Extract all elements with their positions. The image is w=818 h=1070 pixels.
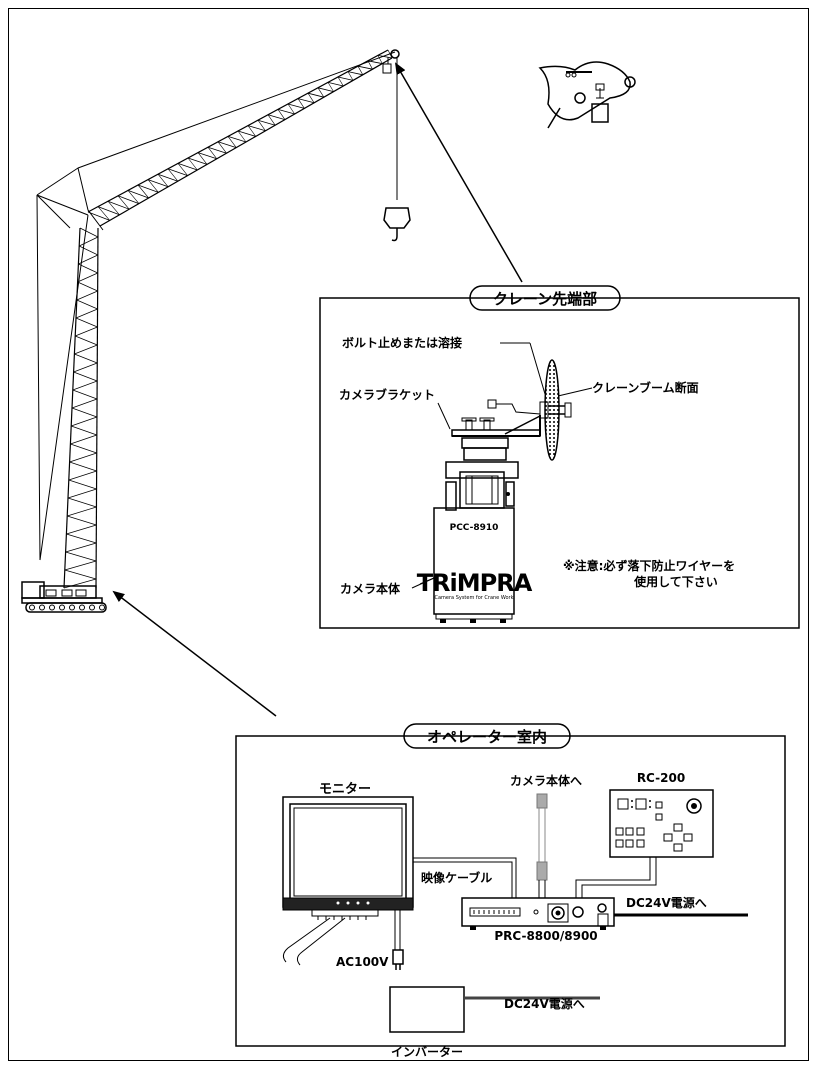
arrow-to-boom-tip xyxy=(396,64,522,282)
caution-line-1: ※注意:必ず落下防止ワイヤーを xyxy=(563,558,735,573)
dc-power-label-2: DC24V電源へ xyxy=(504,996,585,1011)
bolt-weld-label: ボルト止めまたは溶接 xyxy=(342,335,462,350)
inverter-box xyxy=(390,987,464,1032)
bracket-assembly xyxy=(452,360,571,460)
safety-wire-clip xyxy=(488,400,496,408)
brand-logo: TRiMPRA xyxy=(417,569,533,597)
remote-label: RC-200 xyxy=(637,771,685,785)
hook-block xyxy=(384,208,410,228)
ac-power-cord xyxy=(395,910,400,950)
inverter-label: インバーター xyxy=(391,1045,463,1059)
controller-label: PRC-8800/8900 xyxy=(494,929,597,943)
boom-tip-detail-sketch xyxy=(540,62,635,128)
boom-tip-sheave xyxy=(391,50,399,58)
caution-line-2: 使用して下さい xyxy=(633,574,718,589)
camera-link-label: カメラ本体へ xyxy=(510,773,582,788)
monitor xyxy=(283,797,413,920)
crane-mast xyxy=(64,228,98,588)
crawler-crane-illustration xyxy=(22,50,410,612)
rc200-remote xyxy=(610,790,713,857)
hook xyxy=(392,228,397,241)
prc-controller xyxy=(462,898,614,930)
arrow-to-operator-cab xyxy=(114,592,276,716)
video-cable-label: 映像ケーブル xyxy=(421,870,492,885)
monitor-label: モニター xyxy=(319,782,371,797)
brand-tagline: Camera System for Crane Work xyxy=(434,595,513,601)
camera-cable xyxy=(537,794,547,898)
camera-bracket-label: カメラブラケット xyxy=(339,387,435,402)
crane-boom xyxy=(88,50,392,226)
dc-power-label-1: DC24V電源へ xyxy=(626,895,707,910)
ac-plug xyxy=(393,950,403,964)
camera-model-label: PCC-8910 xyxy=(450,523,499,533)
tip-camera-mini xyxy=(383,64,391,73)
crane-tip-title: クレーン先端部 xyxy=(493,290,597,308)
boom-section-label: クレーンブーム断面 xyxy=(592,380,699,395)
operator-room-title: オペレーター室内 xyxy=(427,728,547,746)
camera-body-label: カメラ本体 xyxy=(340,581,401,596)
ac-voltage-label: AC100V xyxy=(336,955,389,969)
remote-cable xyxy=(576,857,656,898)
boom-cross-section xyxy=(545,360,559,460)
